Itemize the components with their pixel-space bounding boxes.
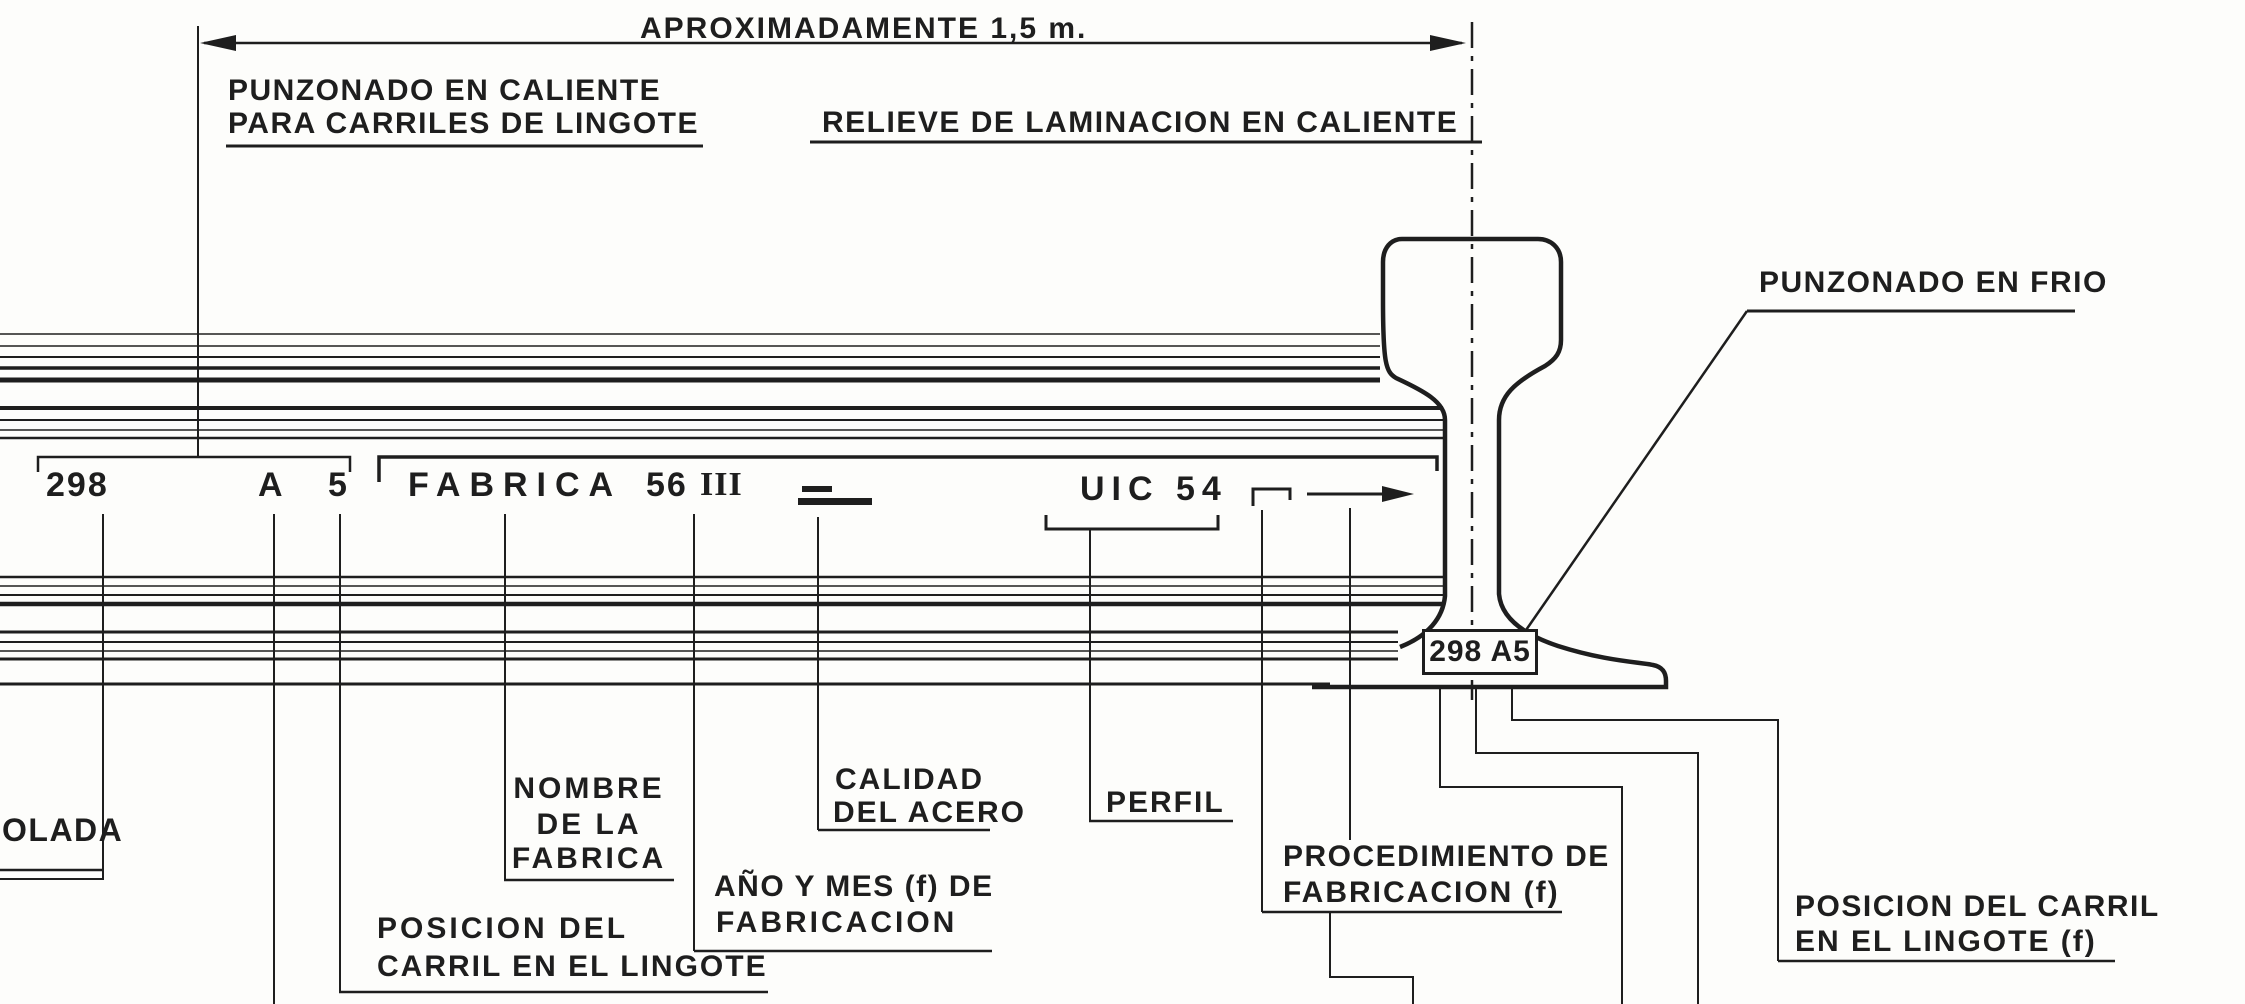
rail-web-upper-lines (0, 406, 1443, 440)
cold-stamp-text: 298 A5 (1429, 635, 1531, 668)
bracket-rolled-mark-group (377, 455, 1439, 482)
label-ingot-position-f-l2: EN EL LINGOTE (f) (1795, 925, 2097, 958)
leader-cold-stamp-diagonal (1522, 310, 1749, 634)
leader-process-step (1329, 912, 1414, 1004)
leader-foot-stamp-1 (1439, 688, 1623, 1004)
marking-factory: FABRICA (408, 466, 623, 504)
label-ingot-position-f-l1: POSICION DEL CARRIL (1795, 890, 2160, 923)
marking-position-letter: A (258, 466, 285, 504)
label-year-month-l2: FABRICACION (716, 906, 958, 939)
rail-profile-outline (1312, 236, 1669, 690)
callout-hot-stamp-line1: PUNZONADO EN CALIENTE (228, 74, 662, 107)
label-heat-partial: OLADA (2, 812, 124, 848)
label-factory-name-l2: DE LA (536, 808, 642, 841)
marking-position-digit: 5 (328, 466, 349, 504)
rail-head-edge-lines (0, 333, 1380, 383)
bracket-hot-stamp-group (36, 455, 352, 472)
callout-hot-stamp-line2: PARA CARRILES DE LINGOTE (228, 107, 700, 140)
label-steel-quality-l1: CALIDAD (835, 763, 984, 796)
label-ingot-position-l1: POSICION DEL (377, 912, 629, 945)
dimension-arrow-left-icon (200, 35, 236, 51)
label-process-l1: PROCEDIMIENTO DE (1283, 840, 1610, 873)
rail-web-lower-lines (0, 575, 1443, 607)
rail-foot-edge-lines (0, 630, 1398, 686)
marking-profile: UIC 54 (1080, 470, 1228, 508)
rolling-direction-arrow-icon (1307, 486, 1414, 502)
marking-heat-number: 298 (46, 466, 109, 504)
callout-cold-stamp: PUNZONADO EN FRIO (1759, 266, 2108, 299)
dimension-label: APROXIMADAMENTE 1,5 m. (640, 12, 1088, 45)
position-mark-icon (1251, 487, 1292, 506)
label-steel-quality-l2: DEL ACERO (833, 796, 1027, 829)
dimension-arrow-right-icon (1430, 35, 1466, 51)
label-year-month-l1: AÑO Y MES (f) DE (714, 870, 994, 903)
leader-foot-stamp-2 (1475, 688, 1699, 1004)
cold-stamp-box: 298 A5 (1422, 629, 1538, 675)
steel-grade-mark-icon (798, 486, 872, 505)
label-factory-name-l3: FABRICA (511, 842, 667, 875)
label-factory-name-l1: NOMBRE (513, 772, 665, 805)
dimension-line (197, 26, 1466, 457)
label-ingot-position-l2: CARRIL EN EL LINGOTE (377, 950, 768, 983)
marking-month-roman: III (700, 466, 743, 503)
leader-foot-stamp-3 (1511, 688, 1779, 961)
uic54-underbracket (1044, 515, 1220, 531)
label-process-l2: FABRICACION (f) (1283, 876, 1560, 909)
marking-year: 56 (646, 466, 688, 504)
label-profile: PERFIL (1106, 786, 1225, 819)
callout-rolling-relief: RELIEVE DE LAMINACION EN CALIENTE (822, 106, 1459, 139)
